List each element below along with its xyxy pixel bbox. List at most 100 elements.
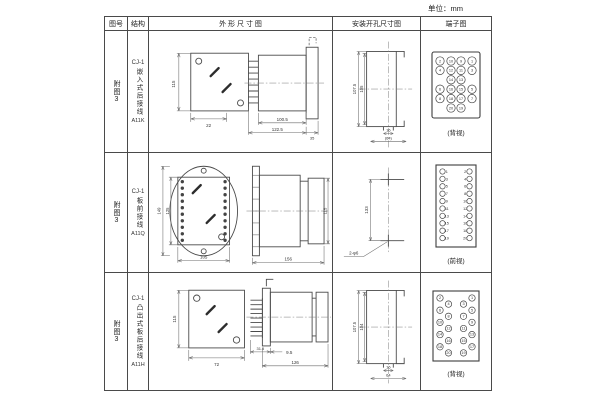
dim-label-35: 35 bbox=[310, 135, 315, 140]
wiring-label: 凸出式板后接线 bbox=[135, 303, 142, 360]
svg-text:11: 11 bbox=[462, 326, 466, 330]
terminal-caption: (前视) bbox=[447, 257, 465, 265]
dim-label-64: (64) bbox=[385, 135, 393, 140]
svg-text:17: 17 bbox=[470, 344, 474, 348]
svg-text:16: 16 bbox=[463, 221, 467, 225]
svg-text:17: 17 bbox=[445, 229, 449, 233]
dim-label-126: 126 bbox=[291, 360, 299, 365]
wiring-label: 板前接线 bbox=[135, 196, 142, 229]
outline-svg-a11k: 115 22 100.5 122.5 35 bbox=[171, 36, 325, 140]
dim-label-16: 16 bbox=[386, 365, 391, 370]
outline-svg-a11h: 115 72 31.5 9.5 126 bbox=[172, 278, 332, 368]
svg-text:9: 9 bbox=[471, 320, 473, 324]
svg-text:11: 11 bbox=[445, 206, 449, 210]
fig-no-text: 附图3 bbox=[113, 319, 120, 344]
svg-text:4: 4 bbox=[447, 302, 449, 306]
dimension-table: 图号 结构 外 形 尺 寸 图 安装开孔尺寸图 端子图 附图3 CJ-1 嵌入式… bbox=[104, 16, 492, 391]
dim-label-9-5: 9.5 bbox=[286, 350, 293, 355]
svg-text:16: 16 bbox=[446, 338, 450, 342]
type-code-label: A11K bbox=[131, 117, 145, 124]
svg-text:20: 20 bbox=[449, 106, 453, 110]
svg-text:4: 4 bbox=[464, 177, 466, 181]
header-terminal: 端子图 bbox=[421, 17, 491, 31]
dim-label-115: 115 bbox=[171, 79, 176, 87]
svg-text:10: 10 bbox=[463, 199, 467, 203]
svg-text:6: 6 bbox=[439, 87, 441, 91]
svg-text:4: 4 bbox=[439, 68, 441, 72]
svg-text:19: 19 bbox=[461, 350, 465, 354]
svg-text:8: 8 bbox=[464, 192, 466, 196]
dim-label-115: 115 bbox=[322, 207, 327, 214]
model-label: CJ-1 bbox=[131, 188, 145, 195]
install-drawing-row1: 107.5 105 16 (64) bbox=[333, 31, 421, 153]
outline-drawing-row3: 115 72 31.5 9.5 126 bbox=[149, 273, 333, 390]
svg-text:20: 20 bbox=[463, 236, 467, 240]
structure-row3: CJ-1 凸出式板后接线 A11H bbox=[128, 273, 149, 390]
svg-text:1: 1 bbox=[471, 59, 473, 63]
header-structure: 结构 bbox=[128, 17, 149, 31]
install-drawing-row2: 133 2-φ6 bbox=[333, 153, 421, 273]
svg-text:13: 13 bbox=[445, 214, 449, 218]
svg-text:12: 12 bbox=[449, 68, 453, 72]
front-view-drawing: 115 72 bbox=[172, 289, 245, 367]
structure-row1: CJ-1 嵌入式后接线 A11K bbox=[128, 31, 149, 153]
svg-text:15: 15 bbox=[461, 338, 465, 342]
type-code-label: A11Q bbox=[131, 230, 145, 237]
svg-text:11: 11 bbox=[459, 68, 463, 72]
svg-text:8: 8 bbox=[447, 314, 449, 318]
svg-text:5: 5 bbox=[471, 87, 473, 91]
terminal-caption: (背视) bbox=[447, 129, 465, 137]
svg-text:7: 7 bbox=[446, 192, 448, 196]
svg-text:5: 5 bbox=[446, 184, 448, 188]
svg-text:3: 3 bbox=[446, 177, 448, 181]
dim-label-107-5: 107.5 bbox=[352, 321, 357, 332]
dim-label-125: 125 bbox=[165, 206, 170, 214]
side-view-drawing: 100.5 122.5 35 bbox=[244, 36, 325, 140]
dim-label-64: 64 bbox=[386, 372, 391, 377]
outline-drawing-row1: 115 22 100.5 122.5 35 bbox=[149, 31, 333, 153]
svg-text:14: 14 bbox=[449, 78, 453, 82]
svg-text:6: 6 bbox=[464, 184, 466, 188]
svg-text:1: 1 bbox=[446, 169, 448, 173]
dim-label-122-5: 122.5 bbox=[272, 126, 284, 131]
svg-text:5: 5 bbox=[471, 308, 473, 312]
svg-text:18: 18 bbox=[438, 344, 442, 348]
dim-label-149: 149 bbox=[157, 206, 162, 214]
terminal-caption: (背视) bbox=[447, 370, 465, 378]
structure-row2: CJ-1 板前接线 A11Q bbox=[128, 153, 149, 273]
svg-text:1: 1 bbox=[471, 296, 473, 300]
svg-text:10: 10 bbox=[438, 320, 442, 324]
fig-no-text: 附图3 bbox=[113, 200, 120, 225]
svg-text:3: 3 bbox=[462, 302, 464, 306]
fig-no-row2: 附图3 bbox=[105, 153, 128, 273]
header-install: 安装开孔尺寸图 bbox=[333, 17, 421, 31]
dim-label-104: 104 bbox=[359, 323, 364, 331]
svg-text:12: 12 bbox=[446, 326, 450, 330]
dim-label-16: 16 bbox=[386, 127, 391, 132]
unit-label: 单位：mm bbox=[428, 4, 463, 13]
dim-label-100-5: 100.5 bbox=[277, 116, 289, 121]
hole-spec-label: 2-φ6 bbox=[349, 250, 359, 255]
outline-svg-a11q: 149 125 105 156 115 bbox=[157, 165, 331, 265]
svg-text:2: 2 bbox=[439, 59, 441, 63]
svg-text:9: 9 bbox=[460, 59, 462, 63]
svg-text:9: 9 bbox=[446, 199, 448, 203]
svg-text:15: 15 bbox=[459, 87, 463, 91]
svg-text:15: 15 bbox=[445, 221, 449, 225]
svg-text:20: 20 bbox=[446, 350, 450, 354]
install-drawing-row3: 107.5 104 16 64 bbox=[333, 273, 421, 390]
dim-label-22: 22 bbox=[206, 122, 211, 127]
fig-no-text: 附图3 bbox=[113, 79, 120, 104]
svg-text:19: 19 bbox=[459, 106, 463, 110]
svg-text:18: 18 bbox=[449, 96, 453, 100]
install-svg-a11k: 107.5 105 16 (64) bbox=[352, 41, 413, 148]
svg-text:12: 12 bbox=[463, 206, 467, 210]
svg-text:13: 13 bbox=[470, 332, 474, 336]
side-view-drawing: 156 115 bbox=[246, 165, 331, 265]
side-view-drawing: 31.5 9.5 126 bbox=[246, 278, 332, 368]
dim-label-115: 115 bbox=[172, 315, 177, 323]
